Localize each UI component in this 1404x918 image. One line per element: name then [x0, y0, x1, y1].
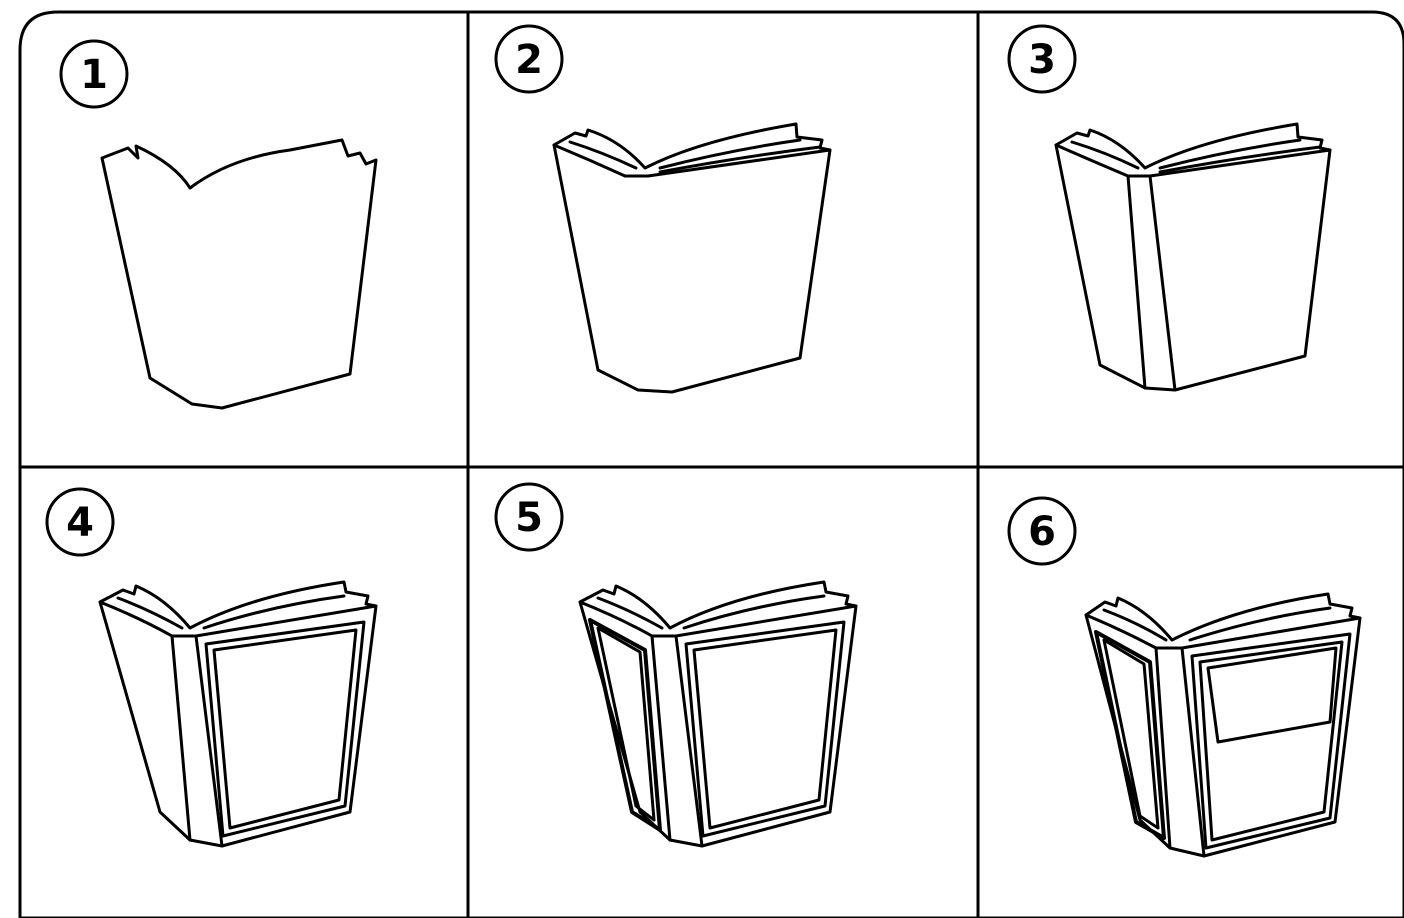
step-1-panel: 1: [61, 41, 376, 408]
open-book-with-back-panel-icon: [580, 582, 856, 846]
open-book-outline-icon: [102, 140, 376, 408]
open-book-with-title-plate-icon: [1086, 594, 1360, 856]
step-6-panel: 6: [1009, 498, 1360, 856]
step-6-number: 6: [1028, 509, 1056, 555]
step-1-number: 1: [80, 52, 108, 98]
step-3-badge: 3: [1009, 26, 1075, 92]
step-5-badge: 5: [496, 484, 562, 550]
step-4-number: 4: [66, 500, 94, 546]
step-1-badge: 1: [61, 41, 127, 107]
step-5-number: 5: [515, 495, 543, 541]
step-2-panel: 2: [496, 26, 830, 392]
step-6-badge: 6: [1009, 498, 1075, 564]
step-4-panel: 4: [47, 489, 376, 846]
open-book-with-front-panel-icon: [100, 582, 376, 846]
step-2-badge: 2: [496, 26, 562, 92]
step-5-panel: 5: [496, 484, 856, 846]
open-book-with-spine-icon: [1056, 124, 1330, 390]
step-4-badge: 4: [47, 489, 113, 555]
open-book-with-pages-icon: [554, 124, 830, 392]
step-3-panel: 3: [1009, 26, 1330, 390]
step-3-number: 3: [1028, 37, 1056, 83]
step-2-number: 2: [515, 37, 543, 83]
